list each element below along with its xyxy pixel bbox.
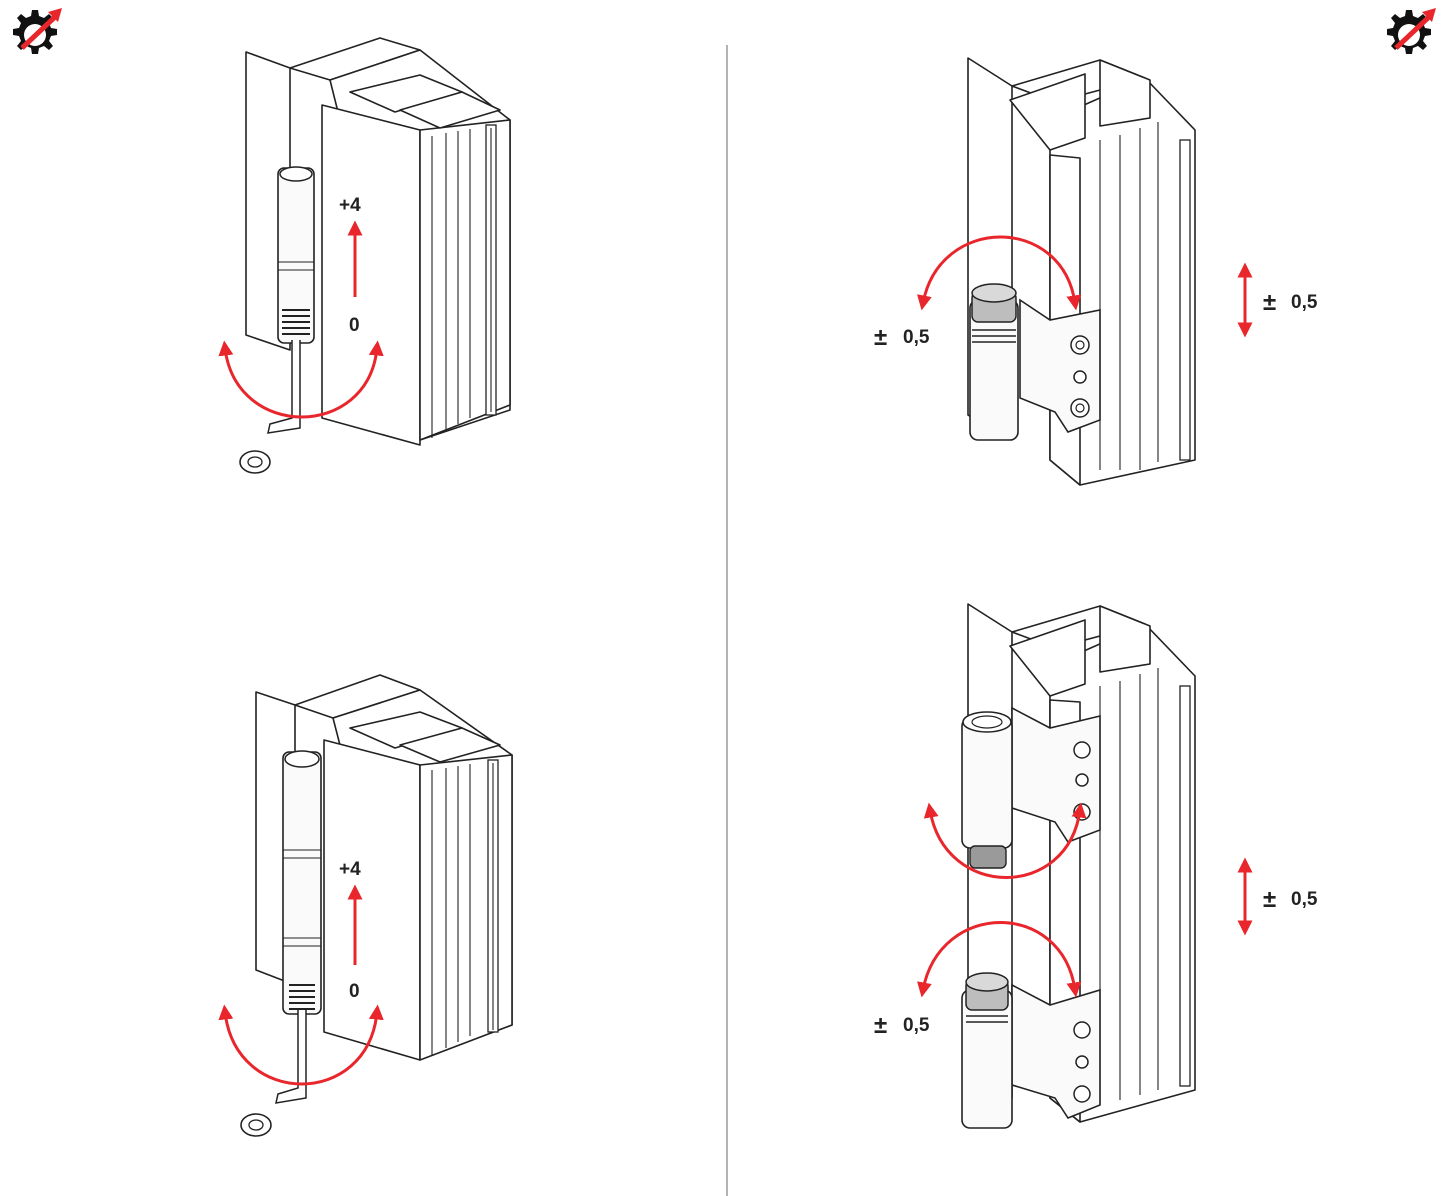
panel-bottom-left: +4 0: [218, 674, 513, 1137]
panel-top-left: +4 0: [218, 37, 511, 474]
plus-minus-sign: ±: [874, 324, 887, 351]
cover-cap: [240, 1113, 272, 1137]
frame-profile: [255, 674, 513, 1061]
hinge-barrel-upper: [961, 711, 1013, 869]
label-side-adjust: 0,5: [903, 1015, 930, 1036]
label-zero: 0: [349, 315, 360, 336]
rotation-arrow: [218, 1004, 384, 1086]
gear-with-arrow-icon: [1387, 8, 1436, 54]
plus-minus-sign: ±: [874, 1012, 887, 1039]
hinge-barrel: [277, 166, 315, 344]
hinge-barrel-lower: [961, 972, 1013, 1129]
panel-bottom-right: ± 0,5 ± 0,5: [874, 603, 1318, 1129]
hinge-leaf-lower: [1011, 983, 1101, 1119]
hinge-barrel: [282, 750, 322, 1015]
rotation-arrow: [218, 340, 384, 419]
rotation-arrow: [917, 235, 1082, 311]
label-side-adjust: 0,5: [903, 327, 930, 348]
panel-top-right: ± 0,5 ± 0,5: [874, 57, 1318, 486]
label-vertical-adjust: 0,5: [1291, 889, 1318, 910]
hinge-leaf: [1019, 298, 1101, 433]
label-plus-four: +4: [339, 195, 361, 216]
rotation-arrow-lower: [917, 921, 1082, 998]
rotation-arrow-upper: [923, 802, 1087, 879]
hinge-barrel: [969, 283, 1019, 441]
hex-key: [275, 1010, 307, 1104]
cover-cap: [239, 450, 271, 474]
plus-minus-sign: ±: [1263, 886, 1276, 913]
frame-profile: [245, 37, 511, 446]
hinge-leaf-upper: [1011, 706, 1101, 843]
hex-key: [267, 340, 301, 434]
gear-with-arrow-icon: [13, 8, 62, 54]
label-vertical-adjust: 0,5: [1291, 292, 1318, 313]
label-plus-four: +4: [339, 859, 361, 880]
plus-minus-sign: ±: [1263, 289, 1276, 316]
label-zero: 0: [349, 981, 360, 1002]
